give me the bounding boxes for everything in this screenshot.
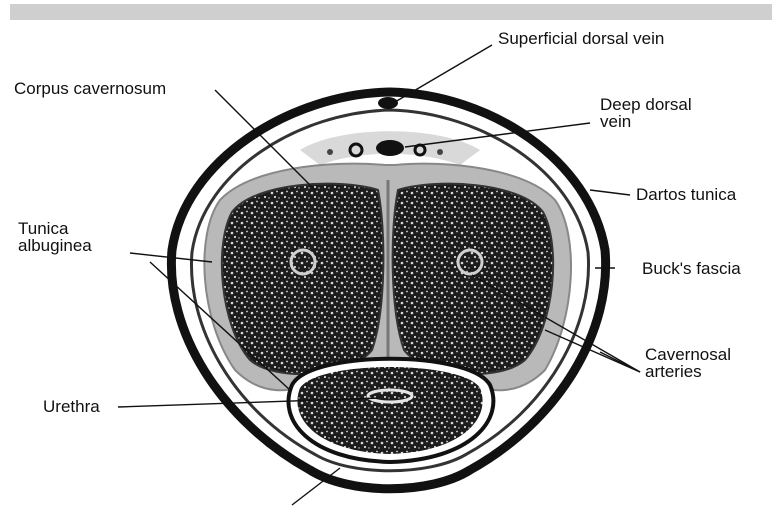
superficial-dorsal-vein xyxy=(378,97,398,109)
label-superficial-dorsal-vein: Superficial dorsal vein xyxy=(498,30,664,47)
corpus-cavernosum-left xyxy=(222,184,384,374)
label-corpus-cavernosum: Corpus cavernosum xyxy=(14,80,166,97)
label-urethra: Urethra xyxy=(43,398,100,415)
label-dartos-tunica: Dartos tunica xyxy=(636,186,736,203)
deep-dorsal-vein xyxy=(376,140,404,156)
label-cavernosal-arteries: Cavernosal arteries xyxy=(645,346,731,380)
leader-superficial-dorsal-vein xyxy=(395,45,492,102)
corpus-cavernosum-right xyxy=(393,184,554,374)
leader-cavernosal-arteries-3 xyxy=(600,352,640,372)
label-deep-dorsal-vein: Deep dorsal vein xyxy=(600,96,692,130)
dorsal-nerve-right xyxy=(437,149,443,155)
leader-dartos-tunica xyxy=(590,190,630,195)
label-bucks-fascia: Buck's fascia xyxy=(642,260,741,277)
label-tunica-albuginea: Tunica albuginea xyxy=(18,220,92,254)
dorsal-nerve-left xyxy=(327,149,333,155)
